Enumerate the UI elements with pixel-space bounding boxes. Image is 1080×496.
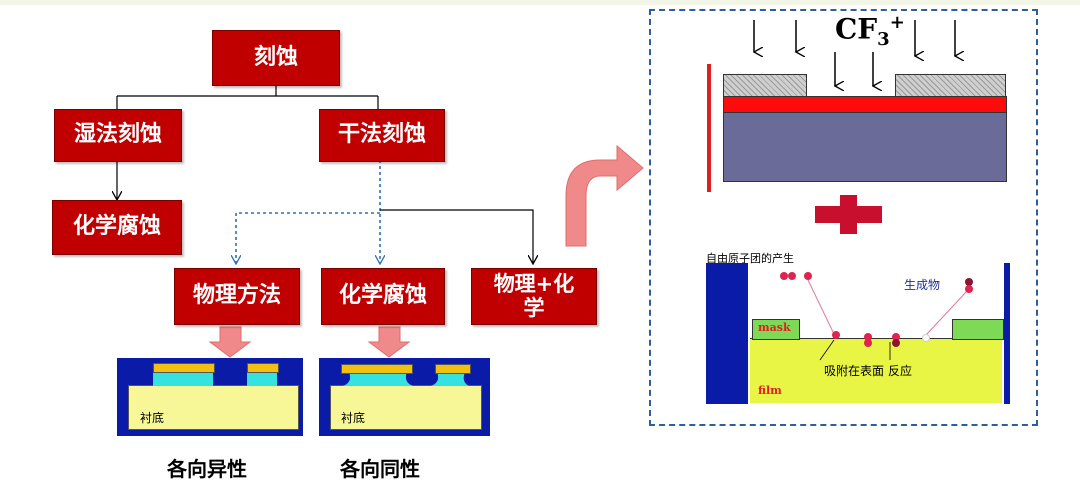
reacting-dot [892, 339, 900, 347]
mask-hatched-left [723, 74, 807, 98]
pink-down-arrow-left [208, 326, 252, 358]
substrate-label: 衬底 [341, 411, 366, 425]
node-etching-label: 刻蚀 [253, 44, 298, 70]
top-strip [0, 0, 1080, 5]
film-label: film [758, 384, 782, 397]
reacting-dot [864, 339, 872, 347]
mechanism-border-right [1004, 263, 1010, 404]
node-physical-label: 物理方法 [192, 283, 281, 309]
mask-block-right [247, 363, 279, 373]
reacting-dot [864, 333, 872, 341]
mask-label: mask [758, 321, 791, 334]
reacting-dot [892, 333, 900, 341]
adsorbed-radical-dot [832, 331, 840, 339]
radical-mechanism-diagram: 自由原子团的产生 mask film 生成物 吸附在表面 反应 [706, 250, 1010, 404]
node-etching: 刻蚀 [212, 30, 340, 86]
mechanism-mask-right [952, 319, 1004, 340]
anisotropic-profile-image: 衬底 [117, 358, 303, 436]
side-red-bar [707, 64, 711, 192]
caption-isotropic: 各向同性 [340, 457, 420, 481]
mechanism-border-left [706, 263, 748, 404]
ion-flux-arrows [700, 20, 1000, 94]
film-block-right [247, 372, 277, 386]
mechanism-title: 自由原子团的产生 [706, 250, 1010, 265]
mask-block-left [341, 364, 413, 374]
node-combined-label: 物理+化学 [493, 272, 575, 320]
radical-trajectory [807, 279, 835, 335]
cf3-ion-text: CF [835, 12, 878, 46]
mechanism-film [750, 338, 1002, 403]
plasma-etch-frame [649, 9, 1038, 426]
node-wet-etching: 湿法刻蚀 [54, 109, 182, 162]
mechanism-mask-left [752, 319, 800, 340]
mask-block-left [153, 363, 215, 373]
pink-down-arrow-right [367, 326, 411, 358]
connector-dry-to-combined [380, 209, 533, 263]
isotropic-profile-image: 衬底 [319, 358, 490, 436]
substrate-layer [330, 385, 482, 430]
node-chemical-label: 化学腐蚀 [338, 283, 427, 309]
vacancy-dot [922, 334, 930, 342]
caption-anisotropic: 各向异性 [167, 457, 247, 481]
pink-curved-arrow [565, 144, 644, 247]
react-label: 反应 [888, 364, 913, 378]
connector-dry-to-physical [236, 212, 380, 263]
adsorb-label: 吸附在表面 [824, 364, 885, 378]
product-dot [965, 285, 973, 293]
undercut-film-shape [343, 372, 469, 386]
wafer-substrate-layer [723, 112, 1007, 182]
node-wet-chemical-corrosion: 化学腐蚀 [52, 200, 182, 255]
adsorb-pointer [819, 339, 835, 361]
node-wet-chemical-label: 化学腐蚀 [72, 214, 161, 240]
mechanism-paths [807, 279, 969, 361]
cf3-ion-label: CF3+ [835, 12, 905, 50]
node-chemical-corrosion: 化学腐蚀 [321, 268, 445, 325]
plus-sign-vertical [840, 195, 857, 234]
cf3-ion-subscript: 3 [877, 28, 890, 50]
radical-dot [804, 272, 812, 280]
substrate-label: 衬底 [140, 411, 165, 425]
mask-block-right [435, 364, 471, 374]
cf3-ion-superscript: + [889, 12, 905, 33]
node-dry-etching: 干法刻蚀 [319, 109, 445, 162]
radical-dot [788, 272, 796, 280]
node-physical-method: 物理方法 [174, 268, 300, 325]
radical-dot [780, 272, 788, 280]
node-dry-etching-label: 干法刻蚀 [337, 122, 426, 148]
node-wet-etching-label: 湿法刻蚀 [73, 122, 162, 148]
film-block-left [153, 372, 213, 386]
mask-hatched-right [895, 74, 1006, 98]
substrate-layer [128, 385, 299, 430]
product-trajectory [925, 289, 969, 336]
product-label: 生成物 [904, 278, 941, 292]
product-dot [965, 278, 973, 286]
node-physical-plus-chemical: 物理+化学 [471, 268, 597, 325]
